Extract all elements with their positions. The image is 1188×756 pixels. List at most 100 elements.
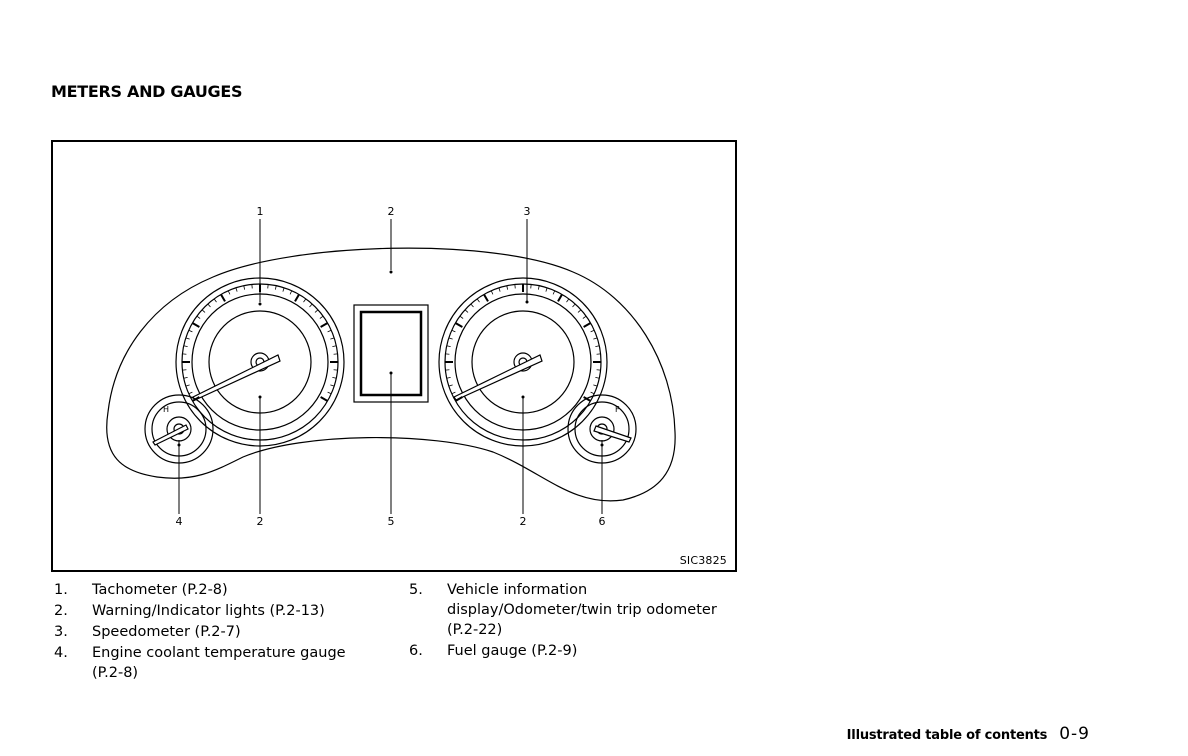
figure-code: SIC3825: [679, 554, 727, 567]
dial-tick: [582, 315, 587, 319]
dial-tick: [590, 329, 595, 333]
dial-tick: [327, 391, 332, 395]
dial-tick: [303, 298, 307, 303]
dial-tick: [451, 391, 456, 395]
legend-number: 3.: [54, 624, 68, 640]
instrument-cluster-figure: H F 1 2 3 4 2 5 2 6 SIC3825: [51, 140, 737, 572]
dial-tick: [470, 303, 474, 308]
section-title: METERS AND GAUGES: [51, 82, 243, 101]
dial-tick: [243, 285, 246, 290]
legend-item: 3. Speedometer (P.2-7): [54, 622, 374, 642]
dial-tick: [201, 309, 206, 313]
dial-tick: [319, 315, 324, 319]
dial-tick: [545, 287, 548, 292]
legend-item: 2. Warning/Indicator lights (P.2-13): [54, 601, 374, 621]
cluster-housing: [106, 247, 676, 502]
callout-2-warning-top: 2: [387, 205, 395, 218]
dial-tick: [572, 303, 576, 308]
dial-tick: [459, 315, 464, 319]
dial-tick: [220, 293, 226, 302]
legend-item: 6. Fuel gauge (P.2-9): [409, 641, 735, 661]
dial-tick: [590, 391, 595, 395]
callout-6-fuel-gauge: 6: [598, 515, 606, 528]
page-footer: Illustrated table of contents 0-9: [847, 724, 1090, 744]
dial-tick: [188, 391, 193, 395]
dial-tick: [593, 384, 598, 387]
legend-item: 1. Tachometer (P.2-8): [54, 580, 374, 600]
dial-tick: [332, 345, 337, 348]
dial-tick: [183, 345, 188, 348]
dial-tick: [320, 322, 329, 328]
dial-tick: [320, 396, 329, 402]
dial-tick: [282, 287, 285, 292]
dial-tick: [332, 376, 337, 379]
dial-tick: [557, 293, 563, 302]
dial-tick: [213, 298, 217, 303]
dial-tick: [309, 303, 313, 308]
dial-tick: [595, 345, 600, 348]
dial-tick: [191, 322, 200, 328]
dial-tick: [330, 337, 335, 340]
dial-tick: [327, 329, 332, 333]
callout-2-warning-right: 2: [519, 515, 527, 528]
legend-text: Tachometer (P.2-8): [92, 582, 228, 598]
dial-tick: [577, 309, 582, 313]
dial-tick: [552, 290, 556, 295]
dial-tick: [476, 298, 480, 303]
legend-column-right: 5. Vehicle information display/Odometer/…: [409, 580, 735, 662]
callout-3-speedometer: 3: [523, 205, 531, 218]
legend-number: 6.: [409, 643, 423, 659]
dial-tick: [314, 309, 319, 313]
dial-tick: [448, 337, 453, 340]
legend-text: Speedometer (P.2-7): [92, 624, 241, 640]
dial-tick: [506, 285, 509, 290]
dial-tick: [537, 285, 540, 290]
callout-4-temp-gauge: 4: [175, 515, 183, 528]
legend-item: 5. Vehicle information display/Odometer/…: [409, 580, 735, 640]
dial-tick: [330, 384, 335, 387]
dial-tick: [188, 329, 193, 333]
legend-text: Fuel gauge (P.2-9): [447, 643, 578, 659]
dial-tick: [451, 329, 456, 333]
dial-tick: [464, 309, 469, 313]
legend-text: Vehicle information display/Odometer/twi…: [447, 582, 717, 638]
dial-tick: [235, 287, 238, 292]
legend-number: 1.: [54, 582, 68, 598]
callout-5-display: 5: [387, 515, 395, 528]
fuel-full-mark: F: [615, 405, 620, 414]
dial-tick: [483, 293, 489, 302]
dial-tick: [446, 345, 451, 348]
dial-tick: [446, 376, 451, 379]
temp-hot-mark: H: [163, 405, 169, 414]
dial-tick: [227, 290, 231, 295]
dial-tick: [593, 337, 598, 340]
dial-tick: [294, 293, 300, 302]
dial-tick: [498, 287, 501, 292]
legend-text: Warning/Indicator lights (P.2-13): [92, 603, 325, 619]
dial-tick: [289, 290, 293, 295]
speedometer-dial: [438, 277, 608, 447]
footer-label: Illustrated table of contents: [846, 728, 1048, 743]
dial-tick: [185, 384, 190, 387]
dial-tick: [595, 376, 600, 379]
dial-tick: [583, 322, 592, 328]
legend-text: Engine coolant temperature gauge (P.2-8): [92, 645, 346, 681]
legend-item: 4. Engine coolant temperature gauge (P.2…: [54, 643, 374, 683]
callout-2-warning-left: 2: [256, 515, 264, 528]
legend-number: 5.: [409, 582, 423, 598]
legend-number: 2.: [54, 603, 68, 619]
dial-tick: [274, 285, 277, 290]
legend-number: 4.: [54, 645, 68, 661]
dial-tick: [207, 303, 211, 308]
dial-tick: [185, 337, 190, 340]
dial-tick: [196, 315, 201, 319]
callout-1-tachometer: 1: [256, 205, 264, 218]
legend-column-left: 1. Tachometer (P.2-8) 2. Warning/Indicat…: [54, 580, 374, 684]
cluster-illustration: H F: [106, 219, 676, 514]
page-number: 0-9: [1059, 724, 1090, 744]
dial-tick: [566, 298, 570, 303]
dial-tick: [183, 376, 188, 379]
dial-tick: [448, 384, 453, 387]
dial-tick: [490, 290, 494, 295]
dial-tick: [454, 396, 463, 402]
